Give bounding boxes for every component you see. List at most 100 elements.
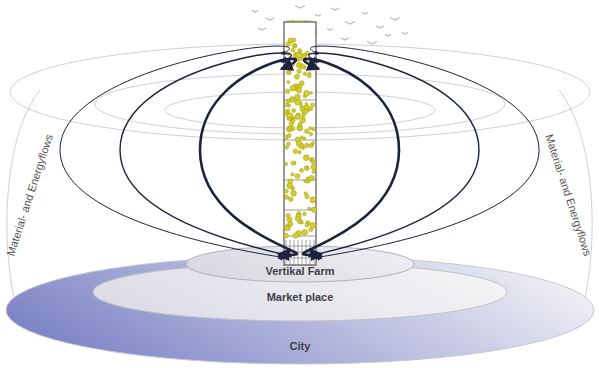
plant-dot bbox=[294, 74, 299, 79]
plant-dot bbox=[295, 100, 300, 105]
plant-dot bbox=[311, 103, 315, 107]
plant-dot bbox=[284, 233, 289, 238]
plant-dot bbox=[292, 38, 296, 42]
bird bbox=[362, 13, 368, 15]
plant-dot bbox=[300, 64, 305, 69]
plant-dot bbox=[284, 195, 288, 199]
flow-label: Material- and Energyflows bbox=[544, 133, 595, 258]
grid-line bbox=[302, 240, 303, 265]
plant-dot bbox=[300, 81, 305, 86]
plant-dot bbox=[303, 155, 309, 161]
plant-dot bbox=[304, 166, 308, 170]
plant-dot bbox=[291, 173, 294, 176]
plant-dot bbox=[310, 92, 313, 95]
plant-dot bbox=[310, 223, 316, 229]
bird bbox=[331, 8, 339, 10]
bird bbox=[402, 33, 408, 35]
plant-dot bbox=[304, 180, 307, 183]
plant-dot bbox=[297, 69, 301, 73]
plant-dot bbox=[303, 212, 307, 216]
plant-dot bbox=[291, 191, 297, 197]
plant-dot bbox=[296, 88, 301, 93]
ring-label: City bbox=[5, 340, 595, 352]
bird bbox=[345, 22, 355, 25]
plant-dot bbox=[287, 128, 291, 132]
plant-dot bbox=[291, 161, 295, 165]
bird bbox=[315, 15, 321, 17]
plant-dot bbox=[285, 146, 289, 150]
flow-arrow bbox=[303, 59, 399, 255]
plant-dot bbox=[288, 68, 292, 72]
bird bbox=[341, 38, 349, 40]
plant-dot bbox=[284, 189, 288, 193]
plant-dot bbox=[311, 141, 314, 144]
plant-dot bbox=[305, 143, 309, 147]
bird bbox=[266, 18, 274, 20]
grid-line bbox=[284, 252, 316, 253]
grid-line bbox=[284, 246, 316, 247]
plant-dot bbox=[300, 169, 304, 173]
bird bbox=[295, 6, 305, 9]
plant-dot bbox=[291, 48, 295, 52]
plant-dot bbox=[301, 221, 304, 224]
plant-dot bbox=[303, 72, 306, 75]
plant-dot bbox=[298, 126, 303, 131]
plant-dot bbox=[295, 217, 300, 222]
flow-arrow bbox=[311, 46, 539, 259]
plant-dot bbox=[289, 197, 294, 202]
plant-dot bbox=[307, 74, 311, 78]
plant-dot bbox=[309, 175, 315, 181]
bird bbox=[252, 11, 258, 13]
plant-dot bbox=[285, 89, 289, 93]
plant-dot bbox=[305, 166, 310, 171]
plant-dot bbox=[288, 222, 293, 227]
plant-dot bbox=[309, 127, 312, 130]
ring-label-text: City bbox=[290, 340, 311, 352]
plant-dot bbox=[309, 228, 313, 232]
plant-dot bbox=[312, 170, 315, 173]
plant-dot bbox=[294, 44, 297, 47]
market-ring: Market place Vertikal Farm bbox=[92, 262, 508, 322]
plant-dot bbox=[285, 162, 288, 165]
plant-dot bbox=[311, 158, 314, 161]
plant-dot bbox=[290, 85, 296, 91]
plant-dot bbox=[303, 137, 306, 140]
plant-dot bbox=[298, 122, 302, 126]
plant-dot bbox=[304, 90, 310, 96]
plant-dot bbox=[309, 132, 313, 136]
plant-dot bbox=[312, 127, 316, 131]
plant-dot bbox=[287, 183, 293, 189]
plant-dot bbox=[295, 52, 301, 58]
plant-dot bbox=[308, 207, 311, 210]
ring-label-text: Vertikal Farm bbox=[265, 265, 334, 277]
grid-line bbox=[290, 240, 291, 265]
plant-dot bbox=[300, 107, 305, 112]
grid-line bbox=[310, 240, 311, 265]
grid-line bbox=[298, 240, 299, 265]
ring-label: Market place bbox=[92, 291, 508, 303]
plant-dot bbox=[297, 212, 300, 215]
plant-dot bbox=[292, 109, 296, 113]
plant-dot bbox=[309, 107, 313, 111]
ring-label-text: Market place bbox=[267, 291, 334, 303]
bird bbox=[327, 29, 333, 31]
bird bbox=[367, 42, 377, 45]
plant-dot bbox=[311, 207, 316, 212]
plant-dot bbox=[305, 194, 309, 198]
plant-dot bbox=[311, 164, 316, 169]
plant-dot bbox=[304, 192, 307, 195]
plant-dot bbox=[293, 149, 298, 154]
plant-dot bbox=[293, 233, 298, 238]
grid-line bbox=[314, 240, 315, 265]
plant-dot bbox=[295, 114, 300, 119]
plant-dot bbox=[310, 197, 316, 203]
plant-dot bbox=[286, 99, 290, 103]
plant-dot bbox=[284, 135, 288, 139]
plant-dot bbox=[298, 151, 301, 154]
plant-dot bbox=[305, 129, 310, 134]
flow-arrow bbox=[60, 46, 289, 259]
plant-dot bbox=[295, 174, 300, 179]
plant-dot bbox=[287, 126, 293, 132]
plant-dot bbox=[296, 141, 302, 147]
